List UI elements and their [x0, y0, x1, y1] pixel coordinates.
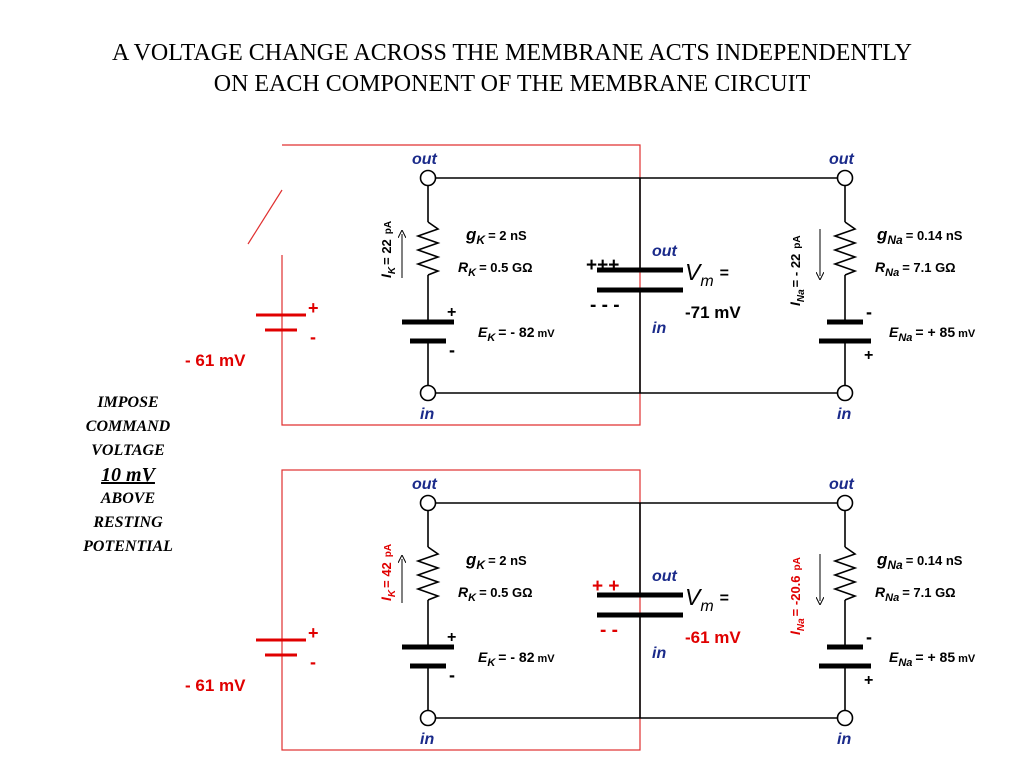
title-line-1: A VOLTAGE CHANGE ACROSS THE MEMBRANE ACT…: [112, 40, 912, 66]
top-na-in-terminal: [836, 384, 854, 402]
bottom-k-out-terminal: [419, 494, 437, 512]
top-cap-out-label: out: [652, 243, 678, 260]
top-circuit: + - - 61 mV: [185, 144, 976, 426]
top-ina-label: INa= - 22pA: [787, 235, 807, 306]
top-ik-label: IK= 22pA: [378, 221, 398, 278]
side-line-command: COMMAND: [85, 418, 171, 435]
slide-title: A VOLTAGE CHANGE ACROSS THE MEMBRANE ACT…: [0, 38, 1024, 100]
title-line-2: ON EACH COMPONENT OF THE MEMBRANE CIRCUI…: [213, 71, 811, 97]
bottom-k-out-label: out: [412, 476, 438, 493]
top-na-in-label: in: [837, 406, 851, 423]
bottom-vm-label: Vm=: [685, 584, 729, 615]
top-na-out-terminal: [836, 169, 854, 187]
bottom-k-in-terminal: [419, 709, 437, 727]
side-line-resting: RESTING: [93, 514, 163, 531]
top-gna-label: gNa= 0.14 nS: [876, 225, 963, 247]
top-k-battery-minus: -: [449, 340, 455, 360]
top-vm-value: -71 mV: [685, 303, 741, 322]
bottom-na-in-label: in: [837, 731, 851, 748]
bottom-ina-label: INa= -20.6pA: [787, 557, 807, 635]
bottom-vm-value: -61 mV: [685, 628, 741, 647]
bottom-circuit: + - - 61 mV: [185, 469, 976, 751]
bottom-cap-out-label: out: [652, 568, 678, 585]
bottom-na-out-label: out: [829, 476, 855, 493]
bottom-source-minus: -: [310, 652, 316, 672]
bottom-cap-plus-charge: + +: [592, 576, 619, 597]
bottom-na-out-terminal: [836, 494, 854, 512]
bottom-na-battery-minus: -: [866, 627, 872, 647]
side-line-impose: IMPOSE: [97, 394, 159, 411]
top-k-resistor: [415, 221, 441, 276]
top-na-out-label: out: [829, 151, 855, 168]
bottom-cap-in-label: in: [652, 645, 666, 662]
top-na-battery-plus: +: [864, 347, 873, 364]
bottom-cap-minus-charge: - -: [600, 620, 618, 641]
top-switch: [247, 189, 283, 245]
top-rk-label: RK= 0.5 GΩ: [458, 259, 533, 279]
bottom-k-battery-plus: +: [447, 629, 456, 646]
bottom-source-plus: +: [308, 623, 319, 643]
top-cap-in-label: in: [652, 320, 666, 337]
bottom-k-in-label: in: [420, 731, 434, 748]
top-cap-minus-charge: - - -: [590, 295, 620, 316]
bottom-na-resistor: [832, 546, 858, 601]
top-k-in-terminal: [419, 384, 437, 402]
top-na-resistor: [832, 221, 858, 276]
top-k-battery-plus: +: [447, 304, 456, 321]
bottom-k-battery-minus: -: [449, 665, 455, 685]
top-gk-label: gK= 2 nS: [465, 225, 527, 247]
bottom-na-in-terminal: [836, 709, 854, 727]
top-k-out-terminal: [419, 169, 437, 187]
top-source-plus: +: [308, 298, 319, 318]
side-line-potential: POTENTIAL: [83, 538, 173, 555]
side-line-voltage: VOLTAGE: [91, 442, 165, 459]
bottom-k-resistor: [415, 546, 441, 601]
top-source-voltage: - 61 mV: [185, 351, 246, 370]
top-cap-plus-charge: +++: [586, 255, 619, 276]
command-voltage-label: IMPOSE COMMAND VOLTAGE 10 mV ABOVE RESTI…: [58, 391, 198, 559]
bottom-source-voltage: - 61 mV: [185, 676, 246, 695]
top-command-box: [281, 144, 641, 426]
top-k-out-label: out: [412, 151, 438, 168]
bottom-na-battery-plus: +: [864, 672, 873, 689]
top-rna-label: RNa= 7.1 GΩ: [875, 259, 956, 279]
top-k-in-label: in: [420, 406, 434, 423]
side-line-10mv: 10 mV: [101, 464, 155, 486]
side-line-above: ABOVE: [100, 490, 156, 507]
bottom-ik-label: IK= 42pA: [378, 544, 398, 601]
top-source-minus: -: [310, 327, 316, 347]
bottom-rk-label: RK= 0.5 GΩ: [458, 584, 533, 604]
top-na-battery-minus: -: [866, 302, 872, 322]
bottom-gk-label: gK= 2 nS: [465, 550, 527, 572]
bottom-command-box: [281, 469, 641, 751]
bottom-rna-label: RNa= 7.1 GΩ: [875, 584, 956, 604]
bottom-gna-label: gNa= 0.14 nS: [876, 550, 963, 572]
top-vm-label: Vm=: [685, 259, 729, 290]
